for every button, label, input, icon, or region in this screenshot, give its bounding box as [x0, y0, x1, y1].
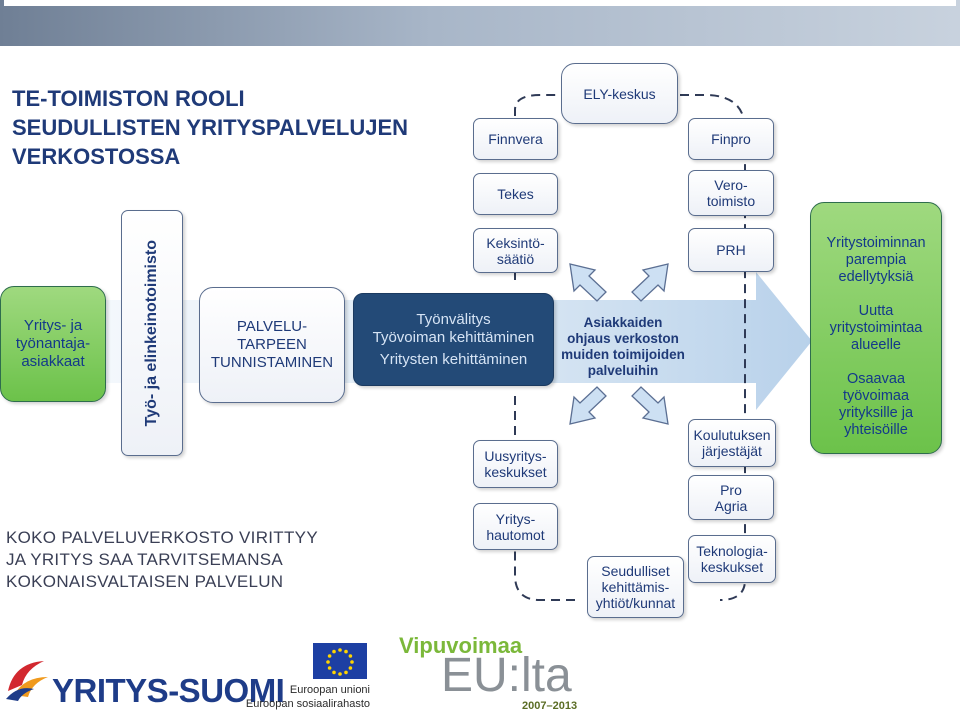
- guidance-text: Asiakkaiden ohjaus verkoston muiden toim…: [556, 315, 690, 379]
- page-title: TE-TOIMISTON ROOLI SEUDULLISTEN YRITYSPA…: [12, 84, 462, 171]
- tekes-box: Tekes: [473, 173, 558, 215]
- teknologia-line-1: Teknologia-: [696, 543, 768, 559]
- tekes-label: Tekes: [497, 186, 534, 202]
- seudulliset-box: Seudulliset kehittämis- yhtiöt/kunnat: [587, 556, 684, 618]
- needs-line-1: PALVELU-: [236, 318, 308, 335]
- clients-line-2: työnantaja-: [15, 335, 91, 352]
- outcome-3-line-2: työvoimaa: [842, 388, 910, 404]
- summary-line-1: KOKO PALVELUVERKOSTO VIRITTYY: [6, 528, 318, 547]
- guidance-line-3: muiden toimijoiden: [561, 347, 685, 362]
- finpro-label: Finpro: [711, 131, 751, 147]
- seudulliset-line-1: Seudulliset: [601, 563, 670, 579]
- yrityshautomot-line-1: Yritys-: [495, 510, 536, 527]
- service-line-2: Työvoiman kehittäminen: [372, 328, 535, 346]
- needs-box: PALVELU- TARPEEN TUNNISTAMINEN: [199, 287, 345, 403]
- outcome-2-line-1: Uutta: [858, 303, 894, 319]
- title-line-1: TE-TOIMISTON ROOLI: [12, 86, 245, 111]
- teknologia-line-2: keskukset: [700, 559, 764, 575]
- koulutus-box: Koulutuksen järjestäjät: [688, 419, 776, 467]
- title-line-3: VERKOSTOSSA: [12, 144, 181, 169]
- teknologia-box: Teknologia- keskukset: [688, 535, 776, 583]
- yrityshautomot-line-2: hautomot: [486, 526, 545, 543]
- services-box: Työnvälitys Työvoiman kehittäminen Yrity…: [353, 293, 554, 386]
- outcome-1-line-2: parempia: [845, 252, 907, 268]
- clients-line-3: asiakkaat: [21, 353, 85, 370]
- vipuvoimaa-logo-title: Vipuvoimaa: [399, 633, 523, 658]
- outcome-3-line-3: yrityksille ja: [838, 405, 914, 421]
- summary-statement: KOKO PALVELUVERKOSTO VIRITTYY JA YRITYS …: [6, 527, 406, 593]
- clients-box: Yritys- ja työnantaja- asiakkaat: [0, 286, 106, 402]
- finpro-box: Finpro: [688, 118, 774, 160]
- koulutus-line-1: Koulutuksen: [693, 427, 771, 443]
- finnvera-box: Finnvera: [473, 118, 558, 160]
- seudulliset-line-2: kehittämis-: [601, 579, 670, 595]
- yritys-suomi-logo-mark: [6, 661, 48, 701]
- service-line-3: Yritysten kehittäminen: [379, 350, 528, 368]
- outcome-2-line-2: yritystoimintaa: [829, 320, 923, 336]
- outcome-1-line-1: Yritystoiminnan: [826, 235, 926, 251]
- clients-line-1: Yritys- ja: [23, 317, 83, 334]
- arrow-down-right: [631, 386, 669, 425]
- vero-line-2: toimisto: [706, 193, 756, 209]
- keksinto-line-1: Keksintö-: [486, 234, 545, 251]
- eu-caption-line-1: Euroopan unioni: [289, 684, 370, 696]
- vero-line-1: Vero-: [714, 177, 748, 193]
- uusyritys-line-1: Uusyritys-: [484, 448, 547, 464]
- guidance-line-4: palveluihin: [587, 363, 659, 378]
- summary-line-2: JA YRITYS SAA TARVITSEMANSA: [6, 550, 284, 569]
- header-bar: [0, 0, 960, 46]
- yritys-suomi-logo-text: YRITYS-SUOMI: [52, 672, 285, 709]
- title-line-2: SEUDULLISTEN YRITYSPALVELUJEN: [12, 115, 409, 140]
- outcome-3-line-1: Osaavaa: [846, 371, 906, 387]
- koulutus-line-2: järjestäjät: [702, 443, 762, 459]
- needs-line-2: TARPEEN: [237, 336, 307, 353]
- prh-label: PRH: [716, 242, 746, 258]
- network-ring: [514, 94, 746, 601]
- vipuvoimaa-years: 2007–2013: [522, 700, 578, 712]
- uusyritys-line-2: keskukset: [484, 464, 547, 480]
- eu-caption: Euroopan unioni Euroopan sosiaalirahasto: [244, 683, 370, 711]
- proagria-box: Pro Agria: [688, 475, 774, 520]
- guidance-line-1: Asiakkaiden: [583, 315, 663, 330]
- ely-box: ELY-keskus: [561, 63, 678, 124]
- eu-caption-line-2: Euroopan sosiaalirahasto: [245, 698, 370, 710]
- outcome-2-line-3: alueelle: [851, 337, 901, 353]
- keksinto-line-2: säätiö: [496, 250, 535, 267]
- vero-box: Vero- toimisto: [688, 170, 774, 216]
- proagria-line-2: Agria: [714, 497, 748, 514]
- proagria-line-1: Pro: [720, 481, 742, 498]
- te-office-box: Työ- ja elinkeinotoimisto: [121, 210, 183, 456]
- keksinto-box: Keksintö- säätiö: [473, 228, 558, 273]
- ely-label: ELY-keskus: [583, 85, 656, 102]
- uusyritys-box: Uusyritys- keskukset: [473, 440, 558, 488]
- needs-line-3: TUNNISTAMINEN: [210, 354, 334, 371]
- outcome-3-line-4: yhteisöille: [844, 422, 908, 438]
- yrityshautomot-box: Yritys- hautomot: [473, 503, 558, 550]
- header-bar-edge: [4, 0, 956, 6]
- eu-lta-logo-text: EU:lta: [441, 649, 572, 702]
- service-line-1: Työnvälitys: [416, 310, 491, 328]
- prh-box: PRH: [688, 228, 774, 272]
- outcomes-box: Yritystoiminnan parempia edellytyksiä Uu…: [810, 202, 942, 454]
- arrow-up-left: [569, 263, 607, 302]
- eu-flag-icon: [313, 643, 367, 679]
- direction-arrows: [569, 263, 669, 425]
- arrow-down-left: [569, 386, 607, 425]
- te-office-label: Työ- ja elinkeinotoimisto: [143, 239, 160, 427]
- finnvera-label: Finnvera: [488, 131, 543, 147]
- outcome-1-line-3: edellytyksiä: [838, 269, 914, 285]
- seudulliset-line-3: yhtiöt/kunnat: [595, 595, 676, 611]
- summary-line-3: KOKONAISVALTAISEN PALVELUN: [6, 572, 284, 591]
- arrow-up-right: [631, 263, 669, 302]
- guidance-line-2: ohjaus verkoston: [567, 331, 679, 346]
